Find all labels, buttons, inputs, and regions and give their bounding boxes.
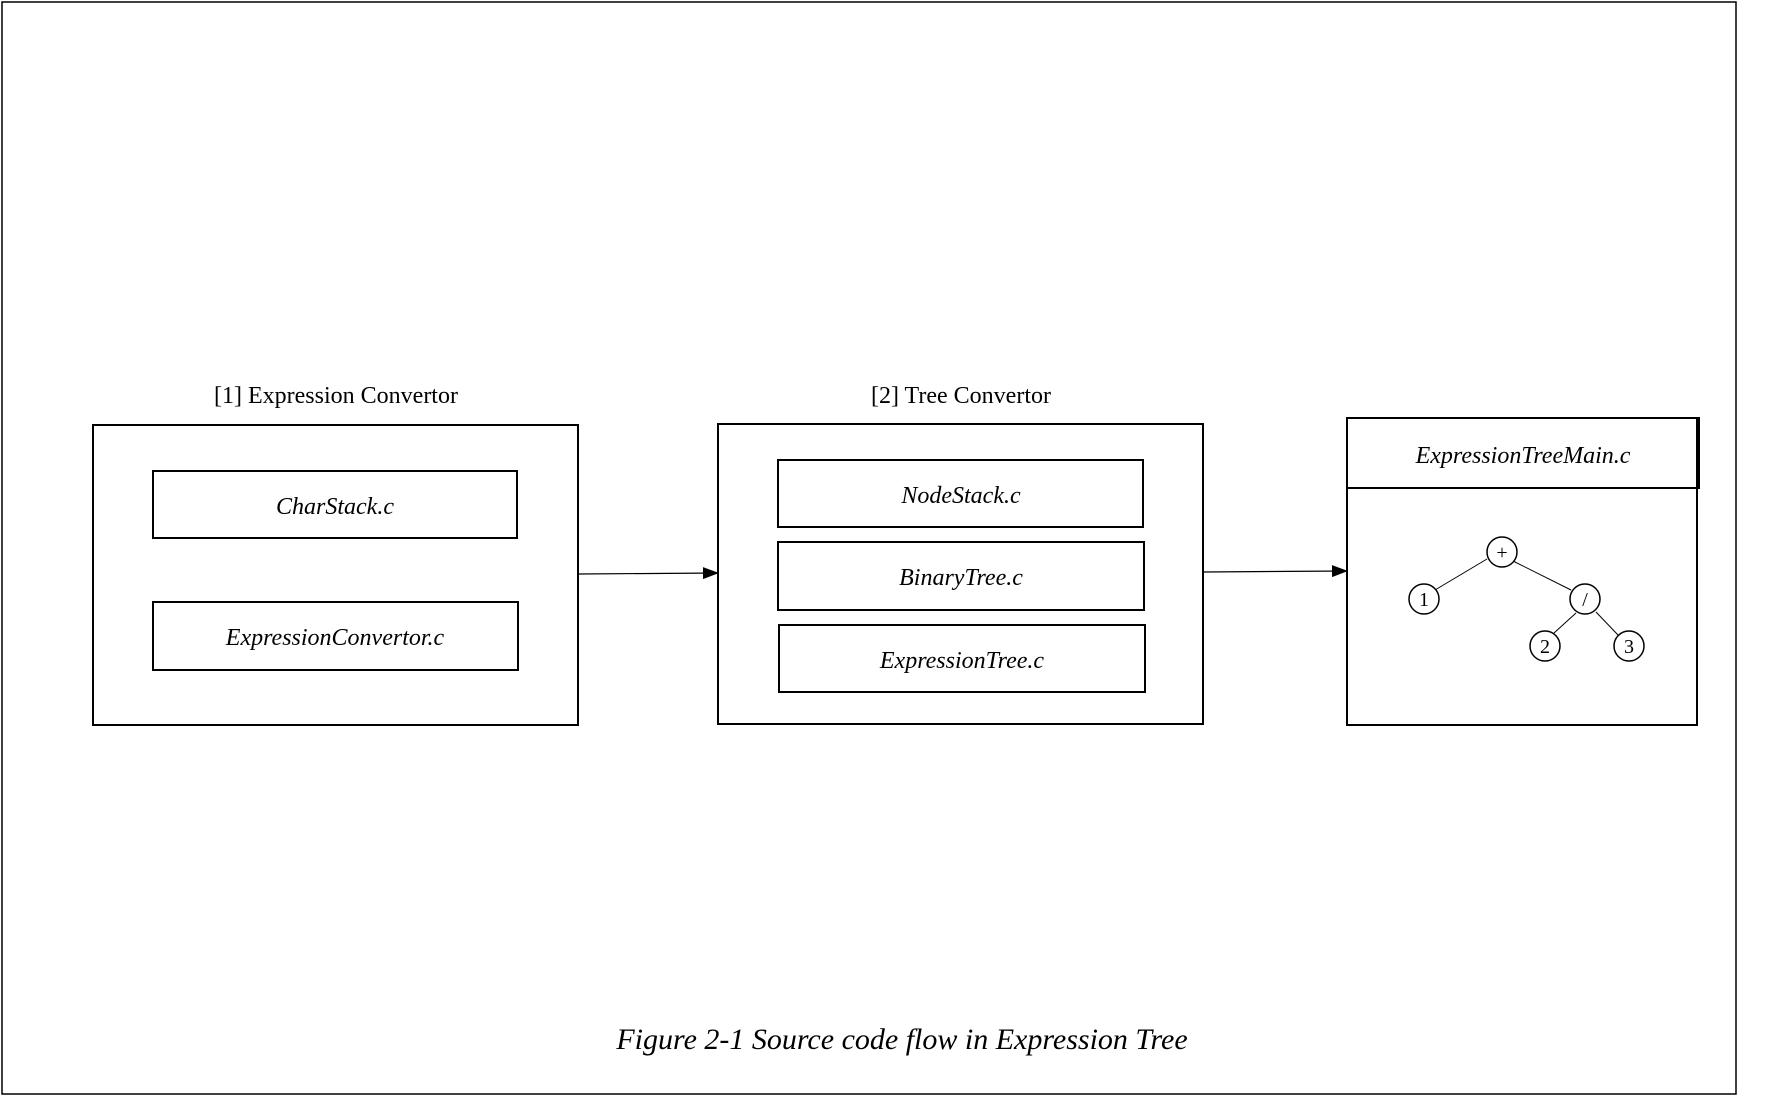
- tree-node-right-right-label: 3: [1624, 636, 1634, 658]
- tree-node-right-right: [1613, 630, 1645, 662]
- file-label-binarytree: BinaryTree.c: [899, 565, 1023, 591]
- expression-convertor-box: [92, 424, 579, 726]
- tree-edge-root-right: [1512, 560, 1572, 591]
- expression-tree-illustration: + 1 / 2 3: [1408, 536, 1645, 662]
- file-label-charstack: CharStack.c: [276, 494, 394, 520]
- tree-node-right-left: [1529, 630, 1561, 662]
- tree-convertor-box: [717, 423, 1204, 725]
- tree-node-right-label: /: [1582, 589, 1588, 611]
- figure-caption: Figure 2-1 Source code flow in Expressio…: [615, 1023, 1187, 1056]
- file-box-binarytree: [777, 541, 1145, 611]
- tree-edge-div-left: [1553, 612, 1577, 634]
- file-box-expressiontree: [778, 624, 1146, 693]
- tree-convertor-title: [2] Tree Convertor: [871, 383, 1051, 409]
- flow-arrow-1-to-2: [577, 567, 719, 580]
- main-file-label: ExpressionTreeMain.c: [1415, 443, 1631, 469]
- tree-node-right-left-label: 2: [1540, 636, 1550, 658]
- tree-node-right: [1569, 583, 1601, 615]
- expression-convertor-title: [1] Expression Convertor: [214, 383, 458, 409]
- flow-arrow-2-to-main: [1202, 565, 1348, 578]
- tree-node-root: [1486, 536, 1518, 568]
- file-box-expressionconvertor: [152, 601, 519, 671]
- tree-node-root-label: +: [1496, 542, 1507, 564]
- main-header-box: [1346, 417, 1700, 489]
- figure-frame: [1, 1, 1737, 1095]
- tree-node-left-label: 1: [1419, 589, 1429, 611]
- tree-edge-root-left: [1434, 558, 1488, 591]
- file-box-charstack: [152, 470, 518, 539]
- tree-edge-div-right: [1595, 611, 1619, 636]
- file-label-expressionconvertor: ExpressionConvertor.c: [225, 625, 445, 651]
- file-label-expressiontree: ExpressionTree.c: [879, 648, 1045, 674]
- file-label-nodestack: NodeStack.c: [900, 483, 1021, 509]
- tree-node-left: [1408, 583, 1440, 615]
- file-box-nodestack: [777, 459, 1144, 528]
